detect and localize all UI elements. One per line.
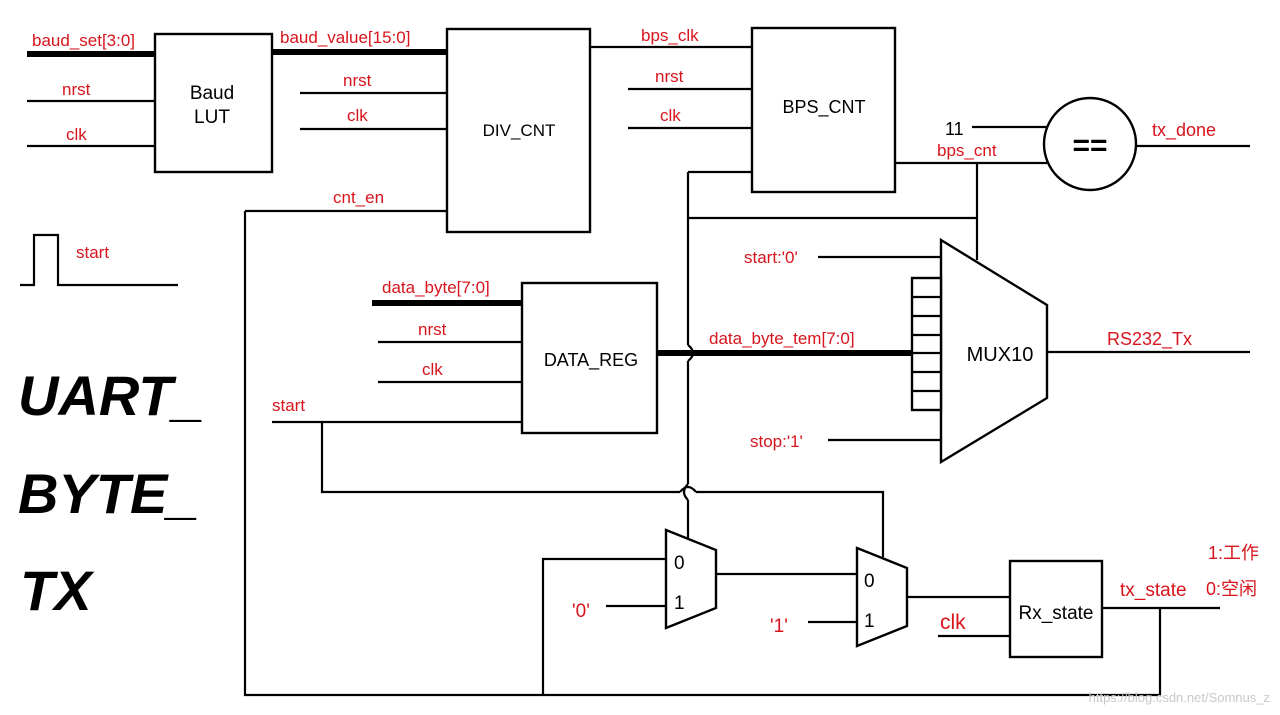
data-reg-nrst-label: nrst xyxy=(418,320,447,339)
mux10-label: MUX10 xyxy=(967,344,1034,366)
div-cnt-block xyxy=(445,27,592,234)
bps-clk-label: bps_clk xyxy=(641,26,699,45)
mux-b-in1-label: 1 xyxy=(864,611,875,632)
title-line2: BYTE_ xyxy=(18,462,199,525)
div-cnt-clk-label: clk xyxy=(347,106,368,125)
data-reg-block xyxy=(520,281,659,435)
baud-lut-block xyxy=(153,32,274,174)
bps-cnt-out-label: bps_cnt xyxy=(937,141,997,160)
rx-state-label: Rx_state xyxy=(1019,603,1094,624)
title-line1: UART_ xyxy=(18,364,204,427)
div-cnt-label: DIV_CNT xyxy=(483,121,556,140)
start-to-mux-b-wire xyxy=(320,422,680,494)
tx-state-label: tx_state xyxy=(1120,580,1187,601)
start-pulse-waveform xyxy=(20,233,178,287)
data-byte-label: data_byte[7:0] xyxy=(382,278,490,297)
start-pulse-label: start xyxy=(76,243,109,262)
wire-crossover-hop-1 xyxy=(687,344,695,362)
start-bit-label: start:'0' xyxy=(744,248,798,267)
const-1-label: '1' xyxy=(770,616,788,637)
state-working-label: 1:工作 xyxy=(1208,543,1259,563)
tx-state-feedback-to-mux-a xyxy=(541,557,666,695)
state-idle-label: 0:空闲 xyxy=(1206,579,1257,599)
baud-value-label: baud_value[15:0] xyxy=(280,28,410,47)
mux-a-block xyxy=(664,528,718,630)
rs232-tx-label: RS232_Tx xyxy=(1107,329,1192,350)
comparator-block xyxy=(1042,96,1138,192)
mux10-data-inputs xyxy=(910,276,943,412)
start-in-label: start xyxy=(272,396,305,415)
data-reg-label: DATA_REG xyxy=(544,350,638,371)
bps-cnt-clk-label: clk xyxy=(660,106,681,125)
wire-crossover-hop-2 xyxy=(679,485,697,493)
const-0-label: '0' xyxy=(572,601,590,622)
baud-lut-clk-label: clk xyxy=(66,125,87,144)
comparator-label: == xyxy=(1072,129,1107,162)
stop-bit-label: stop:'1' xyxy=(750,432,803,451)
baud-lut-label-line1: Baud xyxy=(190,83,234,104)
tx-state-feedback-loop xyxy=(243,211,1162,697)
baud-lut-label-line2: LUT xyxy=(194,107,230,128)
title-line3: TX xyxy=(20,559,95,622)
bps-cnt-label: BPS_CNT xyxy=(782,97,865,118)
watermark: https://blog.csdn.net/Somnus_z xyxy=(1089,690,1270,705)
tx-done-label: tx_done xyxy=(1152,120,1216,141)
data-byte-tem-label: data_byte_tem[7:0] xyxy=(709,329,855,348)
bps-cnt-block xyxy=(750,26,897,194)
start-to-mux-b-wire-2 xyxy=(696,490,885,557)
mux10-input-dividers xyxy=(912,295,941,393)
mux-a-in0-label: 0 xyxy=(674,553,685,574)
mux-b-block xyxy=(855,546,909,648)
const-11-label: 11 xyxy=(945,119,964,139)
cnt-en-label: cnt_en xyxy=(333,188,384,207)
mux-b-in0-label: 0 xyxy=(864,571,875,592)
baud-set-label: baud_set[3:0] xyxy=(32,31,135,50)
bps-cnt-nrst-label: nrst xyxy=(655,67,684,86)
baud-lut-nrst-label: nrst xyxy=(62,80,91,99)
rx-state-clk-label: clk xyxy=(940,611,966,634)
mux-a-in1-label: 1 xyxy=(674,593,685,614)
rx-state-block xyxy=(1008,559,1104,659)
data-reg-clk-label: clk xyxy=(422,360,443,379)
wire-crossover-hop-3 xyxy=(682,483,689,501)
div-cnt-nrst-label: nrst xyxy=(343,71,372,90)
